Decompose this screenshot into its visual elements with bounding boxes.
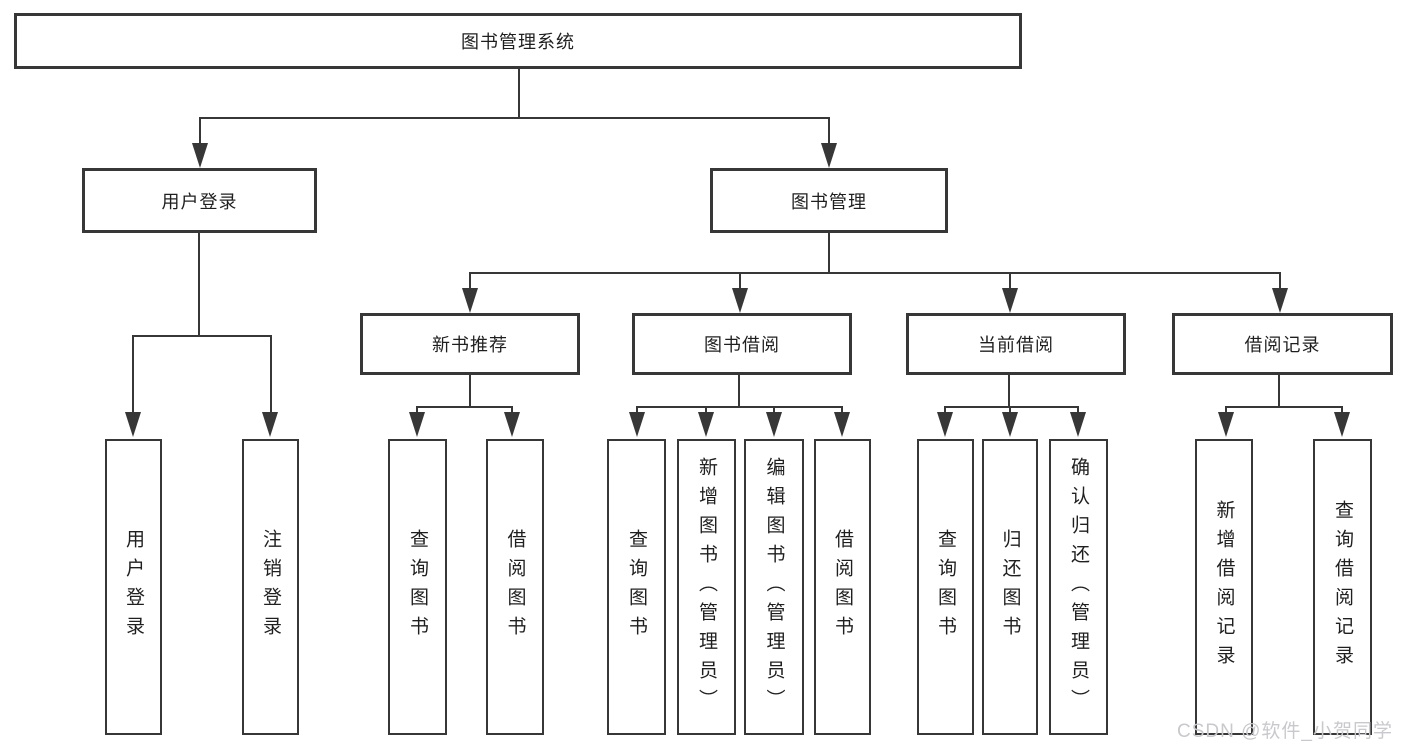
leaf-label: 借阅图书 [832,529,853,645]
arrow-down-icon [937,412,953,437]
arrow-down-icon [1272,288,1288,313]
arrow-down-icon [1070,412,1086,437]
connector-leaf-stem [944,407,946,415]
connector-user-login-drop [198,233,200,337]
node-current-borrow: 当前借阅 [906,313,1126,375]
csdn-watermark: CSDN @软件_小贺同学 [1177,721,1393,742]
leaf-confirm-return-admin: 确认归还（管理员） [1049,439,1108,735]
connector-leaf-stem [841,407,843,415]
node-user-login-label: 用户登录 [161,191,238,212]
node-book-borrow-label: 图书借阅 [704,335,780,355]
arrow-down-icon [504,412,520,437]
connector-user-login-rail [132,335,272,337]
arrow-down-icon [125,412,141,437]
arrow-down-icon [1334,412,1350,437]
node-borrow-records: 借阅记录 [1172,313,1393,375]
connector-group-rail [944,406,1079,408]
leaf-label: 确认归还（管理员） [1068,456,1089,718]
node-borrow-records-label: 借阅记录 [1244,335,1321,355]
connector-level3-stem [469,273,471,290]
node-new-book-recommend-label: 新书推荐 [432,335,508,355]
connector-book-mgmt-stem [828,118,830,146]
arrow-down-icon [1218,412,1234,437]
connector-user-login-stem [199,118,201,146]
leaf-query-borrow-record: 查询借阅记录 [1313,439,1372,735]
arrow-down-icon [732,288,748,313]
leaf-label: 借阅图书 [504,529,526,645]
node-book-borrow: 图书借阅 [632,313,852,375]
leaf-label: 新增借阅记录 [1213,500,1235,674]
leaf-add-books-admin: 新增图书（管理员） [677,439,736,735]
connector-leaf-stem [705,407,707,415]
leaf-borrow-books: 借阅图书 [814,439,871,735]
connector-leaf-stem [416,407,418,415]
node-user-login: 用户登录 [82,168,317,233]
node-root-label: 图书管理系统 [461,32,575,52]
arrow-down-icon [698,412,714,437]
connector-leaf-stem [1077,407,1079,415]
leaf-edit-books-admin: 编辑图书（管理员） [744,439,804,735]
arrow-down-icon [1002,288,1018,313]
leaf-label: 新增图书（管理员） [696,456,717,718]
leaf-borrow-books: 借阅图书 [486,439,544,735]
connector-level3-stem [1009,273,1011,290]
arrow-down-icon [409,412,425,437]
leaf-label: 查询图书 [626,529,647,645]
connector-level3-rail [469,272,1281,274]
leaf-label: 用户登录 [123,529,144,645]
leaf-label: 查询借阅记录 [1332,500,1353,674]
connector-leaf-stem [511,407,513,415]
connector-level3-stem [739,273,741,290]
leaf-user-login: 用户登录 [105,439,162,735]
leaf-query-books: 查询图书 [607,439,666,735]
arrow-down-icon [462,288,478,313]
connector-leaf-stem [270,336,272,415]
arrow-down-icon [192,143,208,168]
connector-group-rail [636,406,843,408]
leaf-label: 编辑图书（管理员） [763,456,785,718]
leaf-query-books: 查询图书 [917,439,974,735]
connector-leaf-stem [1225,407,1227,415]
leaf-logout: 注销登录 [242,439,299,735]
leaf-label: 注销登录 [260,529,281,645]
node-book-management-label: 图书管理 [791,191,867,212]
connector-leaf-stem [1341,407,1343,415]
node-root-library-system: 图书管理系统 [14,13,1022,69]
connector-leaf-stem [773,407,775,415]
connector-group-drop [738,375,740,408]
connector-group-rail [416,406,513,408]
connector-leaf-stem [636,407,638,415]
node-new-book-recommend: 新书推荐 [360,313,580,375]
connector-book-mgmt-drop [828,233,830,274]
arrow-down-icon [821,143,837,168]
arrow-down-icon [262,412,278,437]
leaf-label: 归还图书 [999,529,1021,645]
connector-group-rail [1225,406,1343,408]
connector-leaf-stem [1009,407,1011,415]
leaf-return-books: 归还图书 [982,439,1038,735]
leaf-label: 查询图书 [935,529,956,645]
arrow-down-icon [766,412,782,437]
connector-group-drop [1008,375,1010,408]
leaf-label: 查询图书 [407,529,428,645]
connector-level3-stem [1279,273,1281,290]
connector-group-drop [1278,375,1280,408]
connector-group-drop [469,375,471,408]
connector-root-drop [518,68,520,119]
leaf-add-borrow-record: 新增借阅记录 [1195,439,1253,735]
connector-leaf-stem [132,336,134,415]
leaf-query-books: 查询图书 [388,439,447,735]
connector-level2-rail [199,117,830,119]
arrow-down-icon [834,412,850,437]
node-book-management: 图书管理 [710,168,948,233]
arrow-down-icon [629,412,645,437]
arrow-down-icon [1002,412,1018,437]
node-current-borrow-label: 当前借阅 [978,335,1054,355]
